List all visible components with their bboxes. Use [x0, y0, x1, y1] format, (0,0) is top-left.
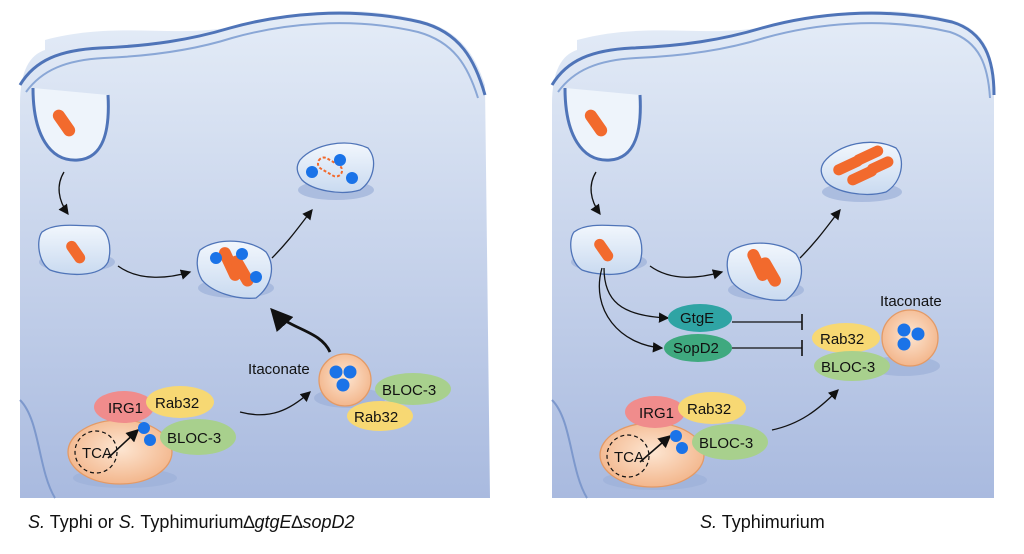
- rab32-label: Rab32: [687, 401, 731, 418]
- itaconate-label: Itaconate: [248, 361, 310, 378]
- tca-cycle: [74, 430, 118, 474]
- bloc3-protein: [375, 373, 451, 405]
- itaconate-dot: [911, 327, 925, 341]
- gtge-label: GtgE: [680, 310, 714, 327]
- itaconate-dot: [343, 365, 357, 379]
- bloc3-label: BLOC-3: [821, 359, 875, 376]
- tca-label: TCA: [614, 449, 644, 466]
- itaconate-dot: [236, 248, 248, 260]
- sopd2-label: SopD2: [673, 340, 719, 357]
- bloc3-label: BLOC-3: [382, 382, 436, 399]
- left-scv-top: [296, 142, 375, 200]
- right-scv-top: [820, 141, 903, 202]
- left-scv-middle: [196, 240, 274, 299]
- bacterium: [584, 109, 608, 137]
- irg1-protein: [625, 396, 685, 428]
- tca-label: TCA: [82, 445, 112, 462]
- right-early-vacuole: [570, 224, 647, 276]
- itaconate-dot: [346, 172, 358, 184]
- bacterium: [52, 109, 76, 137]
- irg1-protein: [94, 391, 154, 423]
- itaconate-dot: [897, 337, 911, 351]
- rab32-label: Rab32: [155, 395, 199, 412]
- bloc3-protein: [160, 419, 236, 455]
- left-early-vacuole: [38, 224, 115, 276]
- itaconate-dot: [676, 442, 688, 454]
- irg1-label: IRG1: [108, 400, 143, 417]
- right-caption: S. Typhimurium: [700, 512, 825, 532]
- degraded-bacterium: [316, 156, 344, 178]
- itaconate-dot: [210, 252, 222, 264]
- right-cell-membrane: [550, 11, 996, 96]
- right-panel: GtgE SopD2 Itaconate Rab32 BLOC-3: [550, 10, 996, 532]
- rab32-label: Rab32: [820, 331, 864, 348]
- bacterium: [867, 156, 894, 175]
- itaconate-dot: [329, 365, 343, 379]
- rab32-label: Rab32: [354, 409, 398, 426]
- left-caption: S. Typhi or S. Typhimurium∆gtgE∆sopD2: [28, 512, 355, 532]
- itaconate-label: Itaconate: [880, 293, 942, 310]
- itaconate-dot: [670, 430, 682, 442]
- bacterium: [66, 240, 86, 264]
- itaconate-dot: [306, 166, 318, 178]
- rab32-protein: [678, 392, 746, 424]
- rab32-protein: [347, 401, 413, 431]
- right-mito-complex: TCA IRG1 Rab32 BLOC-3: [599, 392, 768, 490]
- bacterium: [218, 247, 242, 281]
- itaconate-dot: [250, 271, 262, 283]
- sopd2-effector: [664, 334, 732, 362]
- bloc3-protein: [814, 351, 890, 381]
- bloc3-protein: [692, 424, 768, 460]
- tca-cycle: [606, 434, 650, 478]
- left-cell-membrane: [18, 11, 487, 96]
- bacterium: [747, 249, 769, 281]
- bloc3-label: BLOC-3: [167, 430, 221, 447]
- itaconate-dot: [897, 323, 911, 337]
- gtge-effector: [668, 304, 732, 332]
- itaconate-dot: [144, 434, 156, 446]
- rab32-protein: [812, 323, 880, 353]
- right-scv-middle: [726, 242, 804, 301]
- bacterium: [594, 238, 614, 262]
- bacterium: [230, 255, 254, 287]
- left-panel: Itaconate BLOC-3 Rab32 TCA IRG1 Rab: [18, 10, 490, 532]
- rab32-protein: [146, 386, 214, 418]
- itaconate-dot: [336, 378, 350, 392]
- left-mito-complex: TCA IRG1 Rab32 BLOC-3: [67, 386, 236, 488]
- itaconate-dot: [334, 154, 346, 166]
- itaconate-dot: [138, 422, 150, 434]
- bloc3-label: BLOC-3: [699, 435, 753, 452]
- bacterium: [853, 145, 884, 166]
- bacterium: [759, 257, 781, 287]
- right-mito-right: [868, 309, 940, 376]
- irg1-label: IRG1: [639, 405, 674, 422]
